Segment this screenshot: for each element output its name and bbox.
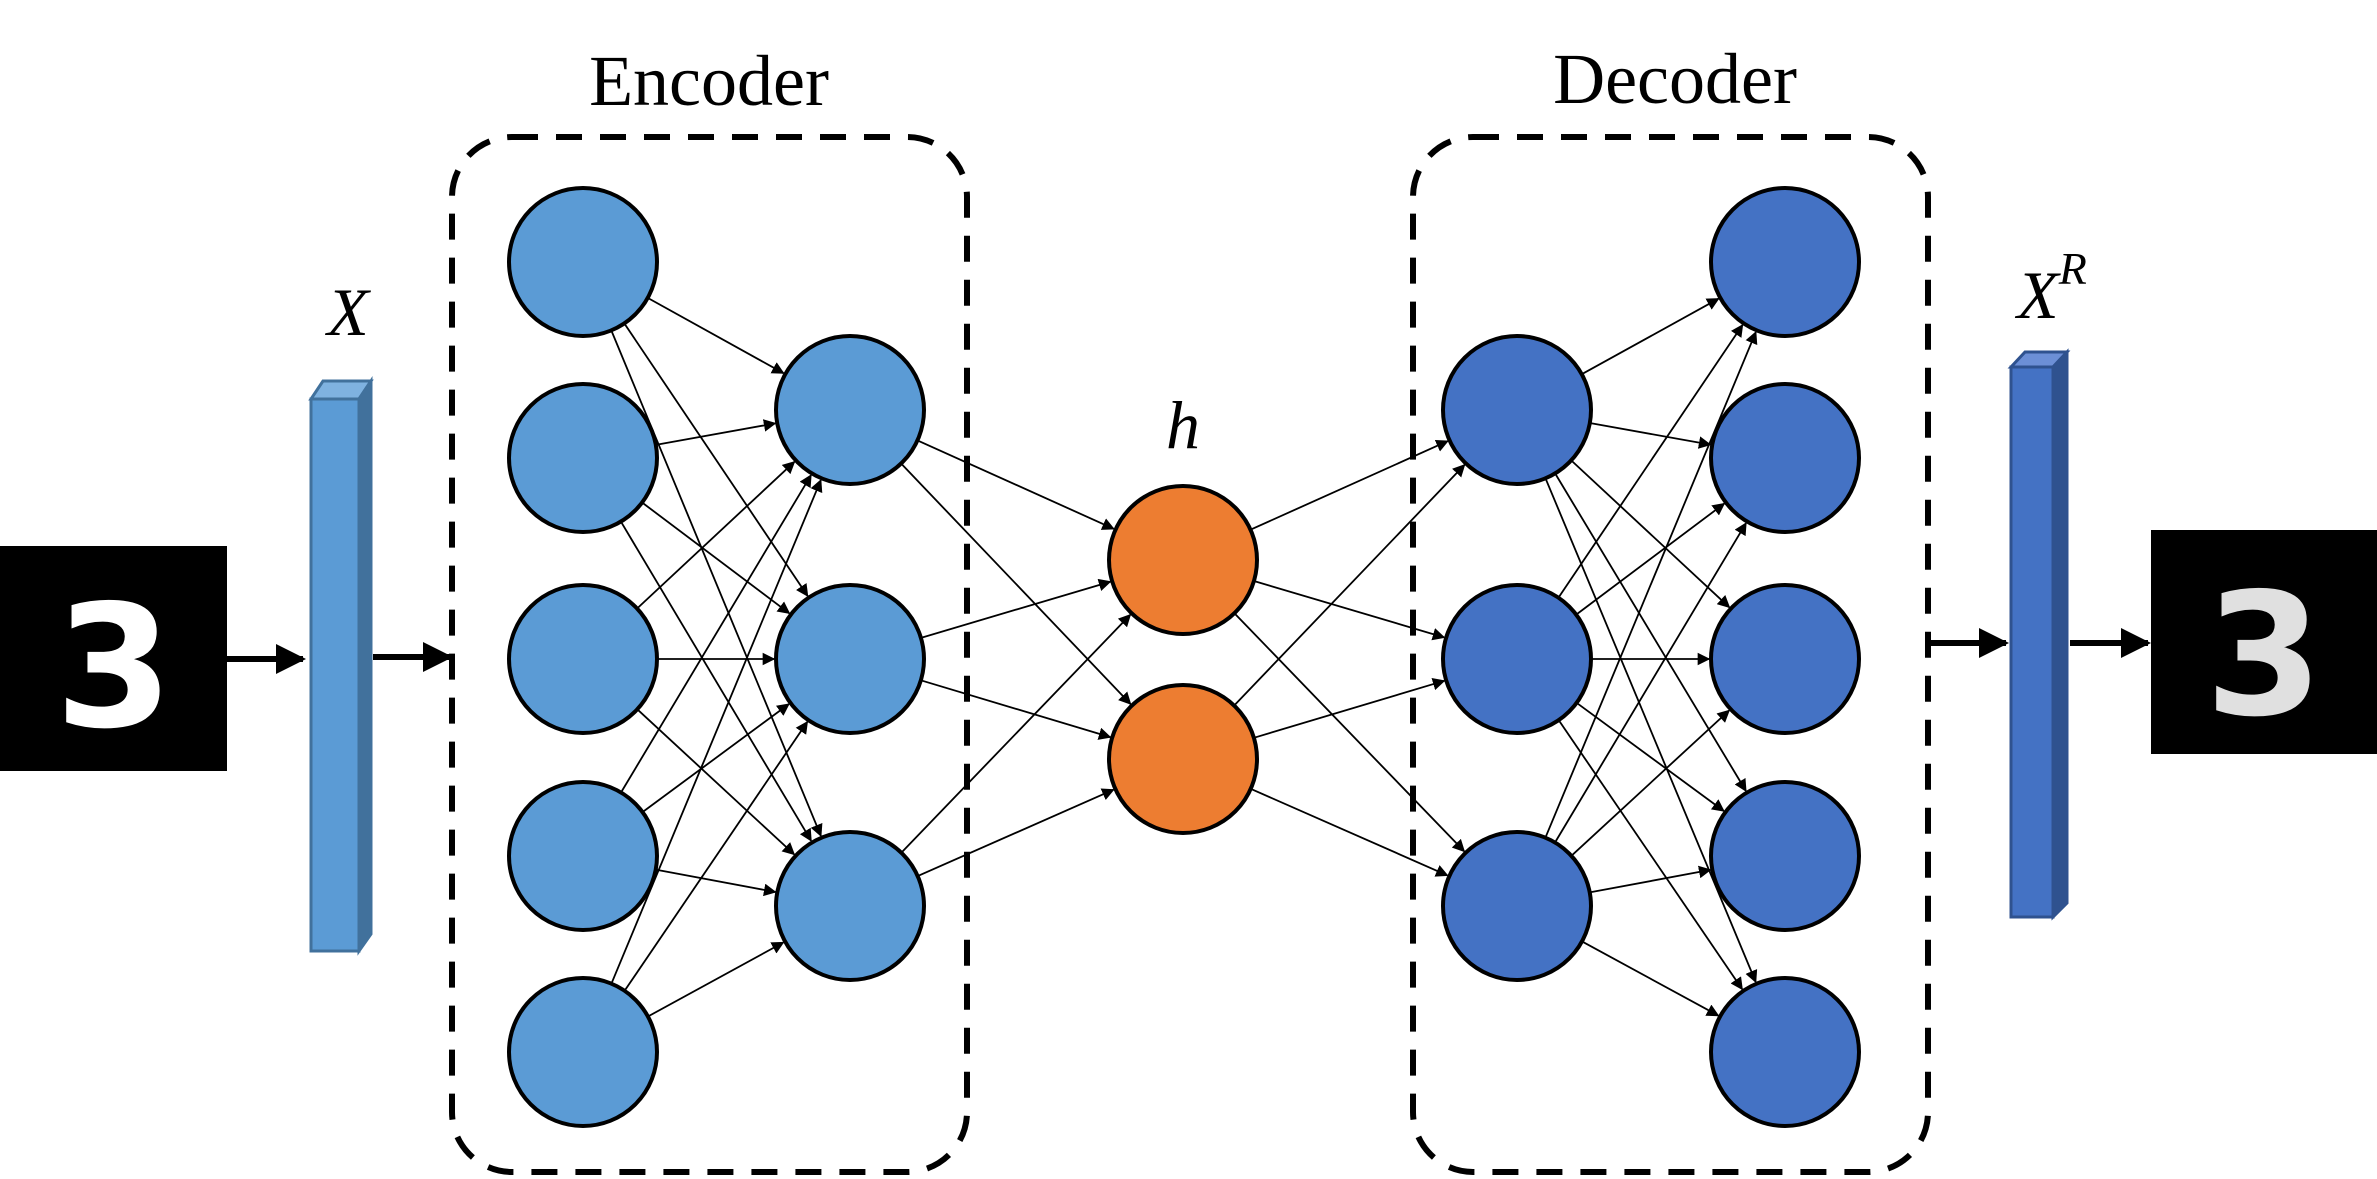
connection-edge — [917, 788, 1115, 877]
connection-edge — [647, 941, 785, 1018]
connection-edge — [641, 501, 791, 615]
connection-edge — [1250, 440, 1449, 531]
connection-edge — [1233, 612, 1466, 853]
connection-edge — [610, 330, 823, 837]
network-edges — [610, 297, 1758, 1018]
connection-edge — [917, 439, 1115, 530]
bottleneck-node-2 — [1107, 683, 1259, 835]
input-vector-bar — [308, 376, 374, 956]
connection-edge — [1557, 719, 1743, 991]
encoder-input-node-5 — [507, 976, 659, 1128]
connection-edge — [1581, 940, 1720, 1017]
decoder-output-node-4 — [1709, 780, 1861, 932]
decoder-box — [1410, 134, 1931, 1175]
connection-edge — [623, 720, 809, 992]
connection-edge — [1253, 580, 1446, 641]
connection-edge — [900, 462, 1132, 705]
output-label: XR — [2014, 243, 2087, 333]
connection-edge — [1554, 522, 1747, 843]
encoder-hidden-node-1 — [774, 334, 926, 486]
connection-edge — [1570, 459, 1731, 609]
decoder-output-node-1 — [1709, 186, 1861, 338]
output-image-background — [2151, 530, 2377, 754]
connection-edge — [920, 679, 1112, 740]
input-image: 3 — [0, 546, 227, 771]
encoder-input-node-2 — [507, 382, 659, 534]
connection-edge — [636, 460, 796, 610]
encoder-label: Encoder — [589, 41, 829, 121]
encoder-input-node-4 — [507, 780, 659, 932]
connection-edge — [623, 322, 809, 597]
encoder-hidden-node-3 — [774, 830, 926, 982]
connection-edge — [920, 578, 1112, 639]
decoder-hidden-node-2 — [1441, 583, 1593, 735]
connection-edge — [1581, 297, 1720, 375]
connection-edge — [1589, 422, 1712, 449]
connection-edge — [636, 708, 796, 856]
connection-edge — [641, 703, 790, 813]
connection-edge — [610, 479, 823, 985]
output-vector-bar — [2007, 348, 2071, 921]
decoder-hidden-node-1 — [1441, 334, 1593, 486]
decoder-hidden-node-3 — [1441, 830, 1593, 982]
connection-edge — [655, 868, 777, 897]
connection-edge — [1233, 463, 1466, 707]
output-digit: 3 — [2205, 557, 2323, 755]
connection-edge — [1575, 502, 1726, 616]
decoder-label: Decoder — [1553, 39, 1797, 119]
connection-edge — [620, 474, 812, 793]
decoder-output-node-3 — [1709, 583, 1861, 735]
connection-edge — [1253, 678, 1446, 739]
connection-edge — [900, 613, 1132, 854]
encoder-hidden-node-2 — [774, 583, 926, 735]
encoder-input-node-1 — [507, 186, 659, 338]
connection-edge — [1557, 323, 1744, 599]
encoder-input-node-3 — [507, 583, 659, 735]
output-image: 3 — [2151, 530, 2377, 755]
input-label: X — [324, 274, 371, 350]
network-nodes — [507, 186, 1861, 1128]
connection-edge — [647, 297, 785, 374]
input-digit: 3 — [55, 569, 173, 767]
output-label-superscript: R — [2058, 243, 2087, 294]
connection-edge — [620, 521, 812, 842]
input-image-background — [0, 546, 227, 771]
connection-edge — [1576, 702, 1725, 812]
connection-edge — [1554, 472, 1747, 792]
connection-edge — [1570, 709, 1731, 857]
connection-edge — [1589, 865, 1712, 894]
bottleneck-node-1 — [1107, 484, 1259, 636]
connection-edge — [1544, 477, 1758, 984]
decoder-output-node-2 — [1709, 382, 1861, 534]
decoder-output-node-5 — [1709, 976, 1861, 1128]
connection-edge — [655, 419, 777, 446]
bottleneck-label: h — [1166, 387, 1200, 463]
connection-edge — [1544, 331, 1758, 839]
connection-edge — [1250, 787, 1449, 877]
